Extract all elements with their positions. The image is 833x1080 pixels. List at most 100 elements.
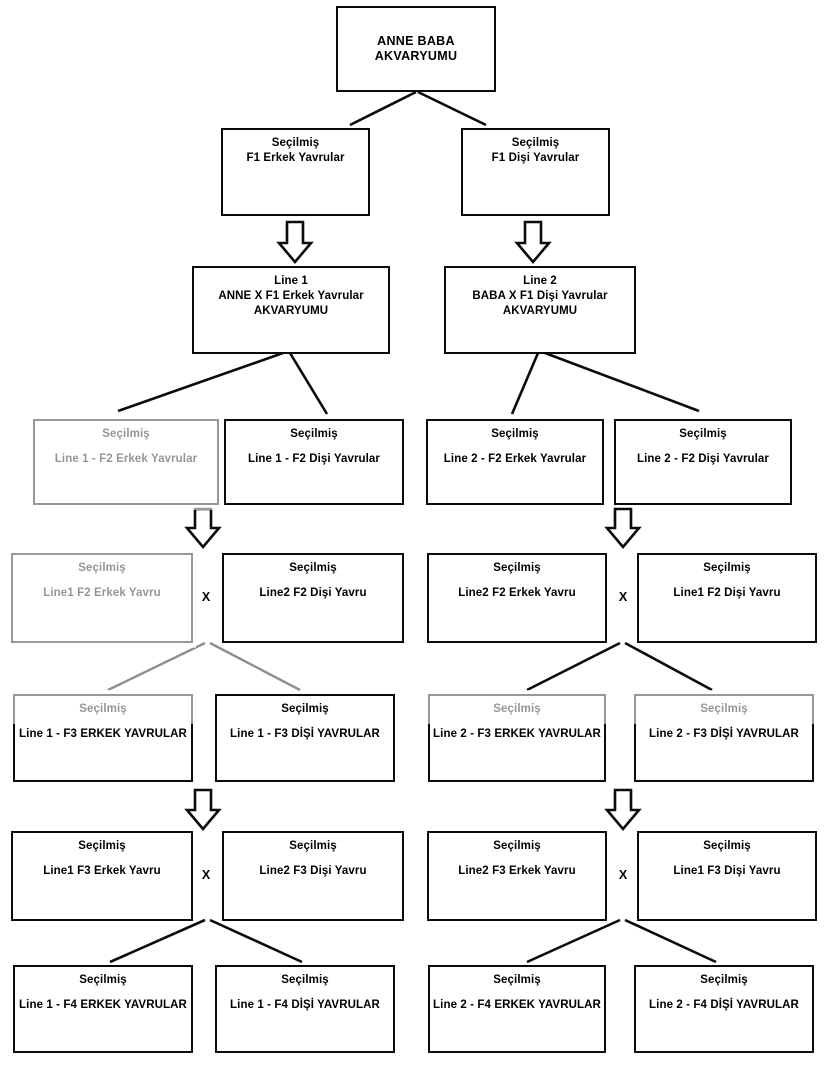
cross-symbol-f3-line1: X bbox=[201, 868, 211, 882]
box-line-1: ANNE BABA AKVARYUMU bbox=[374, 34, 458, 63]
box-cross-f2-line1-male[interactable]: Seçilmiş Line1 F2 Erkek Yavru bbox=[11, 553, 193, 643]
connector-root-to-f1-female bbox=[417, 90, 487, 127]
box-line-1: Seçilmiş bbox=[289, 562, 337, 574]
arrow-f2-line2-to-cross bbox=[604, 507, 642, 550]
box-line-1: Seçilmiş bbox=[493, 974, 541, 986]
box-line-2: F1 Erkek Yavrular bbox=[246, 152, 345, 164]
connector-x3-to-l1f4-male bbox=[109, 918, 206, 964]
box-line-2: Line 1 - F2 Dişi Yavrular bbox=[247, 453, 381, 465]
connector-x4-to-l2f4-male bbox=[526, 918, 621, 964]
box-line-2: Line1 F2 Dişi Yavru bbox=[673, 587, 781, 599]
box-line-2: Line2 F2 Dişi Yavru bbox=[259, 587, 367, 599]
box-line-1: Seçilmiş bbox=[700, 974, 748, 986]
box-line-2: Line 1 - F3 ERKEK YAVRULAR bbox=[19, 728, 187, 740]
box-line-1: Line 1 bbox=[274, 275, 308, 287]
box-line-2: Line1 F3 Dişi Yavru bbox=[673, 865, 781, 877]
box-line-2: Line 1 - F2 Erkek Yavrular bbox=[54, 453, 198, 465]
connector-x1-to-l1f3-male bbox=[107, 641, 206, 692]
box-line-1: Seçilmiş bbox=[289, 840, 337, 852]
box-cross-f3-line1-male[interactable]: Seçilmiş Line1 F3 Erkek Yavru bbox=[11, 831, 193, 921]
box-line-2: ANNE X F1 Erkek Yavrular bbox=[218, 290, 364, 302]
arrow-f2-line1-to-cross bbox=[184, 507, 222, 550]
box-line-2: F1 Dişi Yavrular bbox=[491, 152, 580, 164]
arrow-f3-line1-to-cross bbox=[184, 788, 222, 832]
box-cross-f2-line2-male[interactable]: Seçilmiş Line2 F2 Erkek Yavru bbox=[427, 553, 607, 643]
connector-x2-to-l2f3-male bbox=[526, 641, 621, 692]
box-line-1: Seçilmiş bbox=[511, 137, 560, 149]
box-line-2: Line2 F3 Erkek Yavru bbox=[458, 865, 576, 877]
box-line2-f3-male[interactable]: Seçilmiş Line 2 - F3 ERKEK YAVRULAR bbox=[428, 694, 606, 782]
box-line-1: Seçilmiş bbox=[79, 974, 127, 986]
box-line-1: Seçilmiş bbox=[102, 428, 150, 440]
connector-line2-to-l2f2-female bbox=[544, 351, 700, 413]
box-line-1: Seçilmiş bbox=[290, 428, 338, 440]
cross-symbol-f2-line2: X bbox=[618, 590, 628, 604]
box-line-2: Line 2 - F3 ERKEK YAVRULAR bbox=[433, 728, 601, 740]
arrow-f1-male-to-line1 bbox=[276, 220, 314, 265]
box-f1-male-selected[interactable]: Seçilmiş F1 Erkek Yavrular bbox=[221, 128, 370, 216]
box-line2-f4-male[interactable]: Seçilmiş Line 2 - F4 ERKEK YAVRULAR bbox=[428, 965, 606, 1053]
box-line-2: Line2 F3 Dişi Yavru bbox=[259, 865, 367, 877]
box-line1-cross[interactable]: Line 1 ANNE X F1 Erkek Yavrular AKVARYUM… bbox=[192, 266, 390, 354]
box-line2-f2-female[interactable]: Seçilmiş Line 2 - F2 Dişi Yavrular bbox=[614, 419, 792, 505]
box-line1-f3-female[interactable]: Seçilmiş Line 1 - F3 DİŞİ YAVRULAR bbox=[215, 694, 395, 782]
box-line-1: Seçilmiş bbox=[271, 137, 320, 149]
box-line-1: Seçilmiş bbox=[703, 840, 751, 852]
box-cross-f2-line1-female[interactable]: Seçilmiş Line1 F2 Dişi Yavru bbox=[637, 553, 817, 643]
box-line-2: Line 2 - F4 DİŞİ YAVRULAR bbox=[649, 999, 799, 1011]
box-line-1: Seçilmiş bbox=[281, 703, 329, 715]
cross-symbol-f2-line1: X bbox=[201, 590, 211, 604]
box-line1-f4-female[interactable]: Seçilmiş Line 1 - F4 DİŞİ YAVRULAR bbox=[215, 965, 395, 1053]
box-line-1: Seçilmiş bbox=[79, 703, 127, 715]
arrow-f1-female-to-line2 bbox=[514, 220, 552, 265]
box-line1-f3-male[interactable]: Seçilmiş Line 1 - F3 ERKEK YAVRULAR bbox=[13, 694, 193, 782]
box-line-2: Line 1 - F3 DİŞİ YAVRULAR bbox=[230, 728, 380, 740]
box-line1-f2-male[interactable]: Seçilmiş Line 1 - F2 Erkek Yavrular bbox=[33, 419, 219, 505]
box-line2-f4-female[interactable]: Seçilmiş Line 2 - F4 DİŞİ YAVRULAR bbox=[634, 965, 814, 1053]
box-line-2: Line1 F2 Erkek Yavru bbox=[43, 587, 161, 599]
box-cross-f3-line1-female[interactable]: Seçilmiş Line1 F3 Dişi Yavru bbox=[637, 831, 817, 921]
box-line-1: Seçilmiş bbox=[700, 703, 748, 715]
box-line-2: Line 2 - F4 ERKEK YAVRULAR bbox=[433, 999, 601, 1011]
box-line2-cross[interactable]: Line 2 BABA X F1 Dişi Yavrular AKVARYUMU bbox=[444, 266, 636, 354]
connector-root-to-f1-male bbox=[349, 90, 417, 127]
connector-line1-to-l1f2-male bbox=[117, 351, 284, 413]
box-line-1: Seçilmiş bbox=[281, 974, 329, 986]
box-line-1: Seçilmiş bbox=[493, 562, 541, 574]
box-line-1: Seçilmiş bbox=[679, 428, 727, 440]
box-line2-f2-male[interactable]: Seçilmiş Line 2 - F2 Erkek Yavrular bbox=[426, 419, 604, 505]
box-line1-f2-female[interactable]: Seçilmiş Line 1 - F2 Dişi Yavrular bbox=[224, 419, 404, 505]
arrow-f3-line2-to-cross bbox=[604, 788, 642, 832]
connector-x3-to-l1f4-female bbox=[209, 918, 303, 964]
box-cross-f2-line2-female[interactable]: Seçilmiş Line2 F2 Dişi Yavru bbox=[222, 553, 404, 643]
box-line-2: Line1 F3 Erkek Yavru bbox=[43, 865, 161, 877]
box-line2-f3-female[interactable]: Seçilmiş Line 2 - F3 DİŞİ YAVRULAR bbox=[634, 694, 814, 782]
connector-x1-to-l1f3-female bbox=[209, 641, 301, 692]
box-line1-f4-male[interactable]: Seçilmiş Line 1 - F4 ERKEK YAVRULAR bbox=[13, 965, 193, 1053]
connector-x2-to-l2f3-female bbox=[624, 641, 713, 692]
box-line-3: AKVARYUMU bbox=[502, 305, 578, 317]
box-line-3: AKVARYUMU bbox=[253, 305, 329, 317]
box-cross-f3-line2-female[interactable]: Seçilmiş Line2 F3 Dişi Yavru bbox=[222, 831, 404, 921]
box-f1-female-selected[interactable]: Seçilmiş F1 Dişi Yavrular bbox=[461, 128, 610, 216]
box-line-1: Seçilmiş bbox=[78, 840, 126, 852]
box-cross-f3-line2-male[interactable]: Seçilmiş Line2 F3 Erkek Yavru bbox=[427, 831, 607, 921]
box-line-1: Seçilmiş bbox=[493, 840, 541, 852]
connector-line1-to-l1f2-female bbox=[288, 352, 329, 415]
box-line-1: Seçilmiş bbox=[78, 562, 126, 574]
box-line-2: Line 2 - F2 Dişi Yavrular bbox=[636, 453, 770, 465]
connector-x4-to-l2f4-female bbox=[624, 918, 717, 964]
connector-line2-to-l2f2-male bbox=[510, 352, 540, 415]
box-line-2: Line2 F2 Erkek Yavru bbox=[458, 587, 576, 599]
box-line-1: Seçilmiş bbox=[703, 562, 751, 574]
box-line-2: Line 2 - F2 Erkek Yavrular bbox=[443, 453, 587, 465]
cross-symbol-f3-line2: X bbox=[618, 868, 628, 882]
box-line-2: Line 1 - F4 ERKEK YAVRULAR bbox=[19, 999, 187, 1011]
box-line-1: Line 2 bbox=[523, 275, 557, 287]
box-line-2: Line 1 - F4 DİŞİ YAVRULAR bbox=[230, 999, 380, 1011]
box-line-1: Seçilmiş bbox=[491, 428, 539, 440]
box-line-1: Seçilmiş bbox=[493, 703, 541, 715]
box-line-2: BABA X F1 Dişi Yavrular bbox=[472, 290, 608, 302]
box-parent-aquarium[interactable]: ANNE BABA AKVARYUMU bbox=[336, 6, 496, 92]
